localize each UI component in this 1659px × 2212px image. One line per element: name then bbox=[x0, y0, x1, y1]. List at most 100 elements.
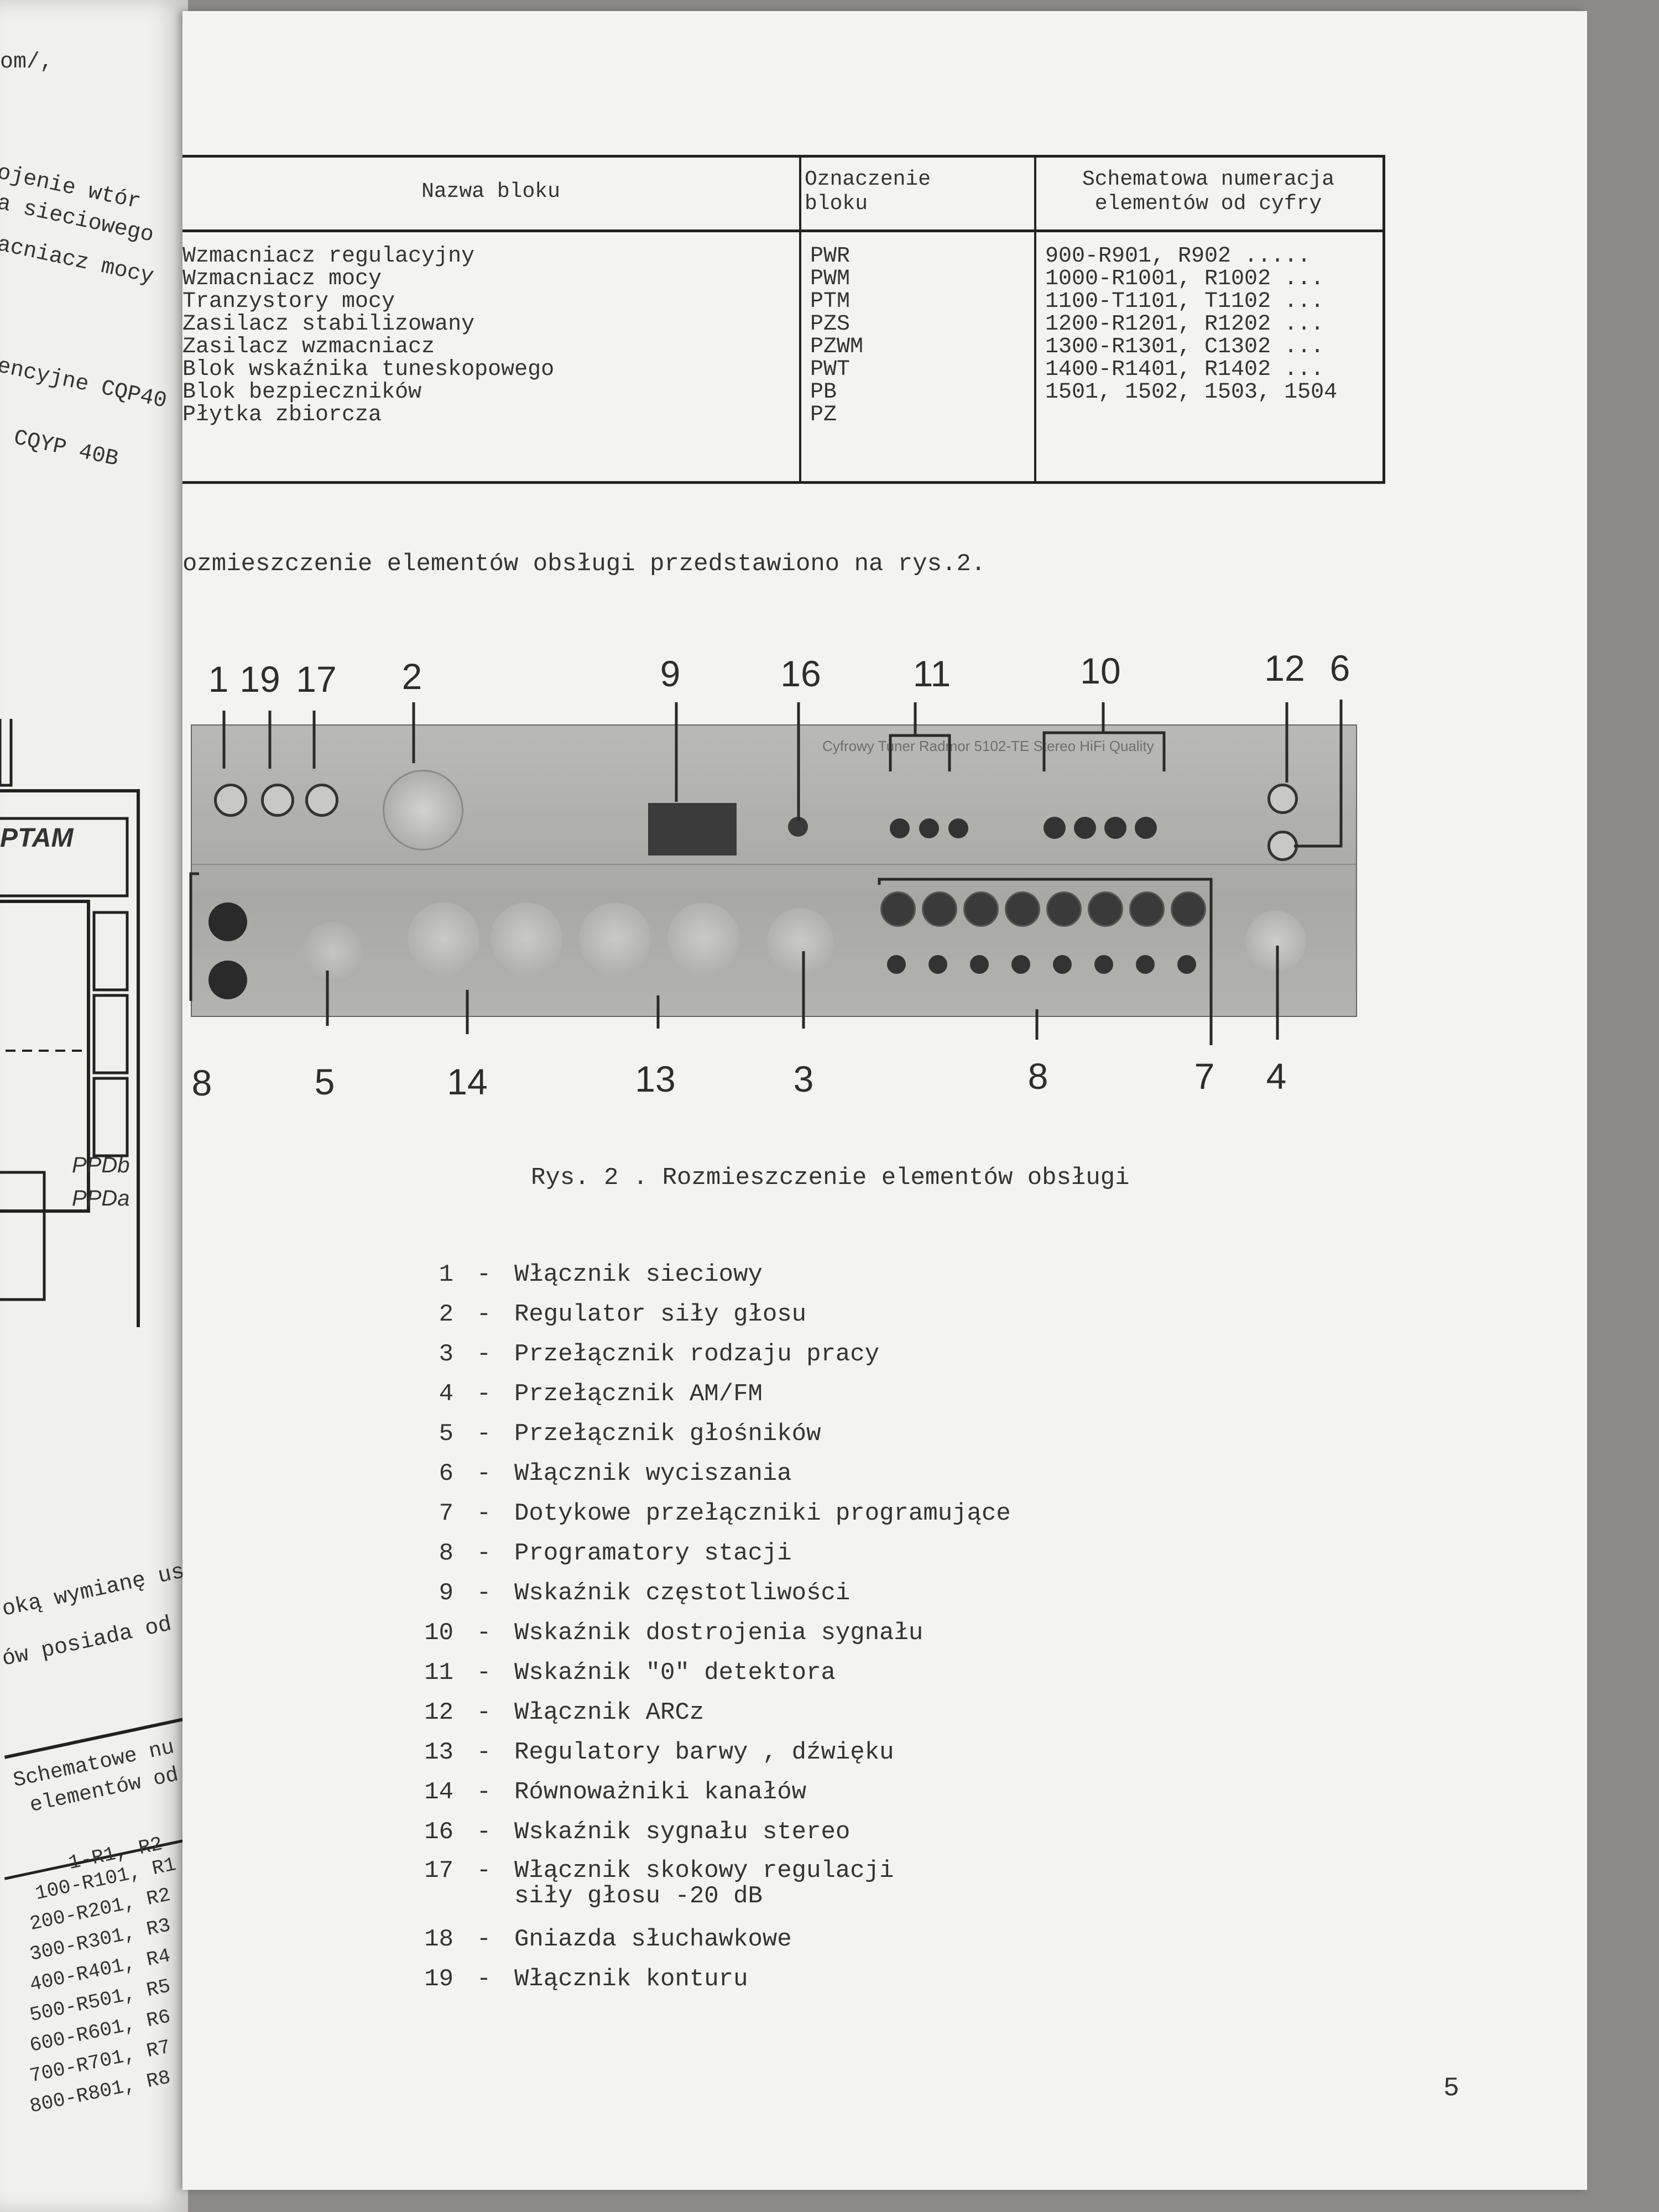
mute-button bbox=[1267, 831, 1298, 861]
callout-number: 12 bbox=[1264, 648, 1305, 688]
left-fragment: ów posiada od bbox=[0, 1612, 174, 1673]
left-fragment: om/, bbox=[0, 50, 54, 75]
table-cell-name: Zasilacz wzmacniacz bbox=[182, 335, 435, 359]
touch-program-button bbox=[922, 891, 957, 927]
callout-number: 8 bbox=[1027, 1056, 1048, 1097]
station-programmer bbox=[970, 955, 989, 974]
table-cell-numbering: 1000-R1001, R1002 ... bbox=[1045, 267, 1324, 291]
speaker-switch-knob bbox=[302, 922, 363, 983]
table-cell-name: Płytka zbiorcza bbox=[182, 403, 382, 427]
intro-sentence: ozmieszczenie elementów obsługi przedsta… bbox=[182, 550, 986, 578]
callout-number: 8 bbox=[191, 1062, 212, 1103]
table-cell-numbering: 900-R901, R902 ..... bbox=[1045, 244, 1311, 269]
callout-number: 11 bbox=[912, 653, 951, 694]
station-programmer bbox=[1094, 955, 1113, 974]
left-page: om/, ojenie wtór a sieciowego acniacz mo… bbox=[0, 0, 188, 2212]
legend-item: 10-Wskaźnik dostrojenia sygnału bbox=[424, 1619, 924, 1647]
callout-number: 19 bbox=[239, 659, 280, 700]
legend-item: 18-Gniazda słuchawkowe bbox=[424, 1926, 792, 1953]
front-panel-photo: Cyfrowy Tuner Radmor 5102-TE Stereo HiFi… bbox=[191, 724, 1357, 1017]
legend-item: 6-Włącznik wyciszania bbox=[439, 1460, 792, 1488]
callout-number: 14 bbox=[447, 1061, 488, 1102]
table-cell-code: PWT bbox=[810, 357, 851, 382]
zero-detector-lamp bbox=[919, 818, 939, 838]
callout-number: 7 bbox=[1194, 1056, 1215, 1097]
table-cell-code: PTM bbox=[810, 289, 851, 314]
touch-program-button bbox=[963, 891, 999, 927]
figure-caption: Rys. 2 . Rozmieszczenie elementów obsług… bbox=[531, 1164, 1130, 1192]
tuning-indicator-lamp bbox=[1135, 817, 1157, 839]
frequency-display bbox=[648, 803, 737, 855]
table-column-rule bbox=[1034, 158, 1036, 481]
legend-item: 1-Włącznik sieciowy bbox=[439, 1261, 763, 1288]
table-cell-numbering: 1200-R1201, R1202 ... bbox=[1045, 312, 1324, 337]
legend-item: 13-Regulatory barwy , dźwięku bbox=[424, 1739, 894, 1766]
panel-divider bbox=[192, 864, 1356, 865]
callout-lines bbox=[189, 700, 1343, 1045]
loudness-step-button bbox=[305, 784, 338, 817]
table-cell-name: Tranzystory mocy bbox=[182, 289, 395, 314]
callout-number: 10 bbox=[1080, 650, 1121, 691]
touch-program-button bbox=[1171, 891, 1206, 927]
left-page-drawing bbox=[0, 719, 140, 1327]
headphone-jack bbox=[208, 902, 247, 941]
left-fragment: oką wymianę us bbox=[0, 1559, 187, 1623]
legend-item: 19-Włącznik konturu bbox=[424, 1965, 748, 1993]
callout-number: 2 bbox=[401, 656, 422, 697]
left-drawing-label: PPDa bbox=[72, 1186, 130, 1211]
callout-number: 5 bbox=[314, 1061, 335, 1102]
legend-item: 4-Przełącznik AM/FM bbox=[439, 1380, 763, 1408]
legend-item: 14-Równoważniki kanałów bbox=[424, 1778, 807, 1806]
power-button bbox=[214, 784, 247, 817]
table-cell-code: PZS bbox=[810, 312, 851, 337]
legend-item: 11-Wskaźnik "0" detektora bbox=[424, 1659, 836, 1687]
table-cell-name: Blok bezpieczników bbox=[182, 380, 422, 405]
touch-program-button bbox=[880, 891, 916, 927]
callout-number: 16 bbox=[780, 653, 821, 694]
block-table: Nazwa bloku Oznaczenie bloku Schematowa … bbox=[182, 155, 1385, 484]
left-drawing-label: PPDb bbox=[72, 1153, 130, 1177]
table-cell-name: Wzmacniacz mocy bbox=[182, 267, 382, 291]
left-fragment: CQYP 40B bbox=[11, 426, 121, 472]
volume-knob bbox=[383, 770, 463, 851]
main-page: Nazwa bloku Oznaczenie bloku Schematowa … bbox=[182, 11, 1587, 2190]
headphone-jack bbox=[208, 961, 247, 999]
table-cell-name: Blok wskaźnika tuneskopowego bbox=[182, 357, 555, 382]
mode-selector-knob bbox=[767, 908, 833, 974]
tuning-indicator-lamp bbox=[1044, 817, 1066, 839]
touch-program-button bbox=[1088, 891, 1123, 927]
panel-brand-text: Cyfrowy Tuner Radmor 5102-TE Stereo HiFi… bbox=[822, 738, 1154, 754]
table-cell-name: Wzmacniacz regulacyjny bbox=[182, 244, 475, 269]
station-programmer bbox=[1053, 955, 1072, 974]
table-column-rule bbox=[799, 158, 801, 481]
station-programmer bbox=[887, 955, 906, 974]
zero-detector-lamp bbox=[890, 818, 910, 838]
station-programmer bbox=[1011, 955, 1030, 974]
tone-knob bbox=[579, 902, 651, 974]
callout-number: 6 bbox=[1329, 648, 1350, 688]
afc-button bbox=[1267, 784, 1298, 814]
table-cell-code: PWR bbox=[810, 244, 851, 269]
table-cell-numbering: 1300-R1301, C1302 ... bbox=[1045, 335, 1324, 359]
tuning-indicator-lamp bbox=[1074, 817, 1096, 839]
contour-button bbox=[261, 784, 294, 817]
zero-detector-lamp bbox=[948, 818, 968, 838]
table-cell-numbering: 1400-R1401, R1402 ... bbox=[1045, 357, 1324, 382]
left-fragment: encyjne CQP40 bbox=[0, 354, 169, 414]
callout-number: 17 bbox=[296, 659, 337, 700]
touch-program-button bbox=[1005, 891, 1040, 927]
legend-item: 5-Przełącznik głośników bbox=[439, 1420, 821, 1448]
callout-number: 13 bbox=[635, 1058, 676, 1099]
legend-item: 17-Włącznik skokowy regulacji siły głosu… bbox=[424, 1857, 894, 1910]
callout-number: 3 bbox=[793, 1058, 814, 1099]
am-fm-knob bbox=[1245, 911, 1306, 972]
legend-item: 9-Wskaźnik częstotliwości bbox=[439, 1579, 851, 1607]
page-number: 5 bbox=[1443, 2074, 1459, 2104]
table-header-rule bbox=[182, 229, 1383, 232]
table-cell-numbering: 1100-T1101, T1102 ... bbox=[1045, 289, 1324, 314]
legend-item: 7-Dotykowe przełączniki programujące bbox=[439, 1500, 1011, 1527]
touch-program-button bbox=[1129, 891, 1165, 927]
legend-item: 12-Włącznik ARCz bbox=[424, 1699, 705, 1726]
balance-knob bbox=[408, 902, 479, 974]
header-block-code: Oznaczenie bloku bbox=[805, 168, 931, 216]
